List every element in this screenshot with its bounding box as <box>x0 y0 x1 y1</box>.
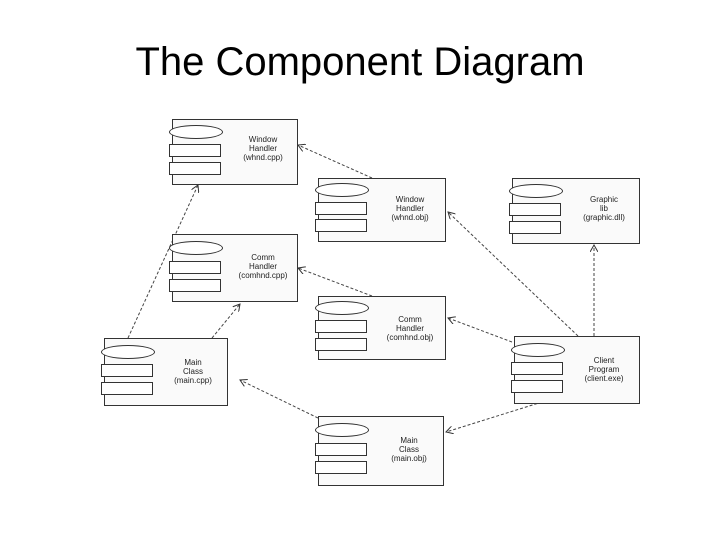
component-bar <box>315 338 367 351</box>
component-bar <box>511 362 563 375</box>
component-window-handler-cpp: Window Handler (whnd.cpp) <box>169 119 298 185</box>
arrow-whobj-to-whcpp <box>298 145 373 179</box>
component-client-program-exe: Client Program (client.exe) <box>511 336 640 404</box>
component-bar <box>101 364 153 377</box>
arrow-exe-to-mcobj <box>446 401 543 432</box>
component-bar <box>509 203 561 216</box>
component-graphic-lib-dll: Graphic lib (graphic.dll) <box>509 178 640 244</box>
component-main-class-obj: Main Class (main.obj) <box>315 416 444 486</box>
component-bar <box>169 279 221 292</box>
component-label: Graphic lib (graphic.dll) <box>583 195 625 222</box>
arrow-mccpp-to-chcpp <box>211 304 240 339</box>
component-bar <box>315 443 367 456</box>
component-bar <box>169 144 221 157</box>
component-label: Comm Handler (comhnd.obj) <box>386 315 434 342</box>
component-bar <box>315 461 367 474</box>
component-label: Main Class (main.cpp) <box>174 358 212 385</box>
component-oval <box>315 183 369 197</box>
component-oval <box>101 345 155 359</box>
component-main-class-cpp: Main Class (main.cpp) <box>101 338 228 406</box>
component-bar <box>315 320 367 333</box>
component-bar <box>509 221 561 234</box>
component-label: Window Handler (whnd.obj) <box>391 195 429 222</box>
component-label: Client Program (client.exe) <box>584 356 624 383</box>
component-bar <box>315 202 367 215</box>
component-window-handler-obj: Window Handler (whnd.obj) <box>315 178 446 242</box>
arrow-chobj-to-chcpp <box>298 268 373 297</box>
component-oval <box>315 423 369 437</box>
component-oval <box>511 343 565 357</box>
component-oval <box>315 301 369 315</box>
component-comm-handler-cpp: Comm Handler (comhnd.cpp) <box>169 234 298 302</box>
arrow-mcobj-to-mccpp <box>240 380 319 419</box>
component-oval <box>509 184 563 198</box>
component-bar <box>511 380 563 393</box>
component-oval <box>169 241 223 255</box>
component-bar <box>169 261 221 274</box>
component-bar <box>101 382 153 395</box>
arrow-mccpp-to-whcpp <box>127 185 198 339</box>
component-label: Comm Handler (comhnd.cpp) <box>238 253 288 280</box>
component-bar <box>315 219 367 232</box>
component-bar <box>169 162 221 175</box>
component-comm-handler-obj: Comm Handler (comhnd.obj) <box>315 296 446 360</box>
component-oval <box>169 125 223 139</box>
component-label: Main Class (main.obj) <box>391 436 427 463</box>
slide-title: The Component Diagram <box>135 40 585 84</box>
arrow-exe-to-chobj <box>448 318 513 343</box>
component-label: Window Handler (whnd.cpp) <box>243 135 283 162</box>
